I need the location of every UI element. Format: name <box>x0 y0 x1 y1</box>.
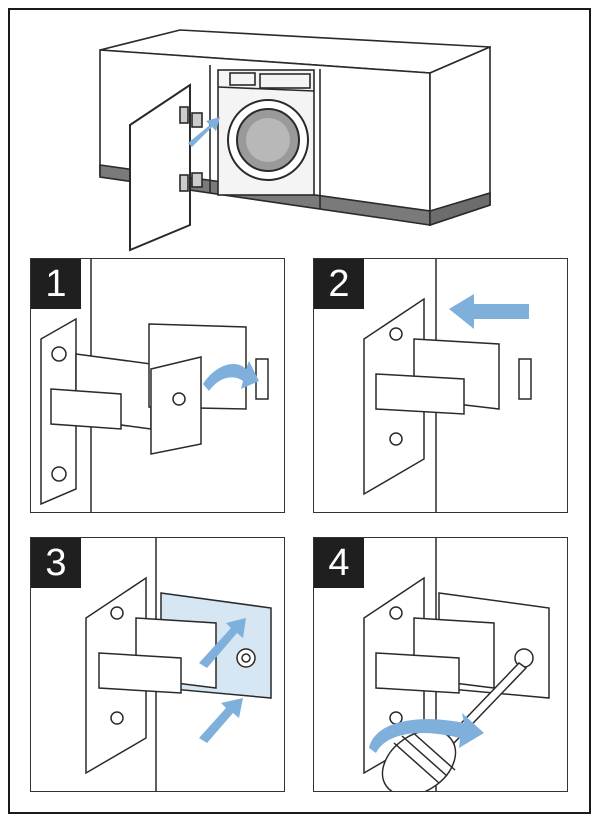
step-3-panel: 3 <box>30 537 285 792</box>
step-number-badge: 4 <box>314 538 364 588</box>
screwdriver-tighten-icon <box>363 538 550 791</box>
hinge-insert-arrow-icon <box>40 259 269 512</box>
step-number-badge: 1 <box>31 259 81 309</box>
step-2-panel: 2 <box>313 258 568 513</box>
hinge-slide-left-arrow-icon <box>363 259 532 512</box>
step-1-panel: 1 <box>30 258 285 513</box>
step-number-badge: 2 <box>314 259 364 309</box>
built-in-washing-machine-cabinet-icon <box>99 29 491 252</box>
step-4-panel: 4 <box>313 537 568 792</box>
hinge-push-up-arrows-icon <box>85 538 272 791</box>
step-number-badge: 3 <box>31 538 81 588</box>
